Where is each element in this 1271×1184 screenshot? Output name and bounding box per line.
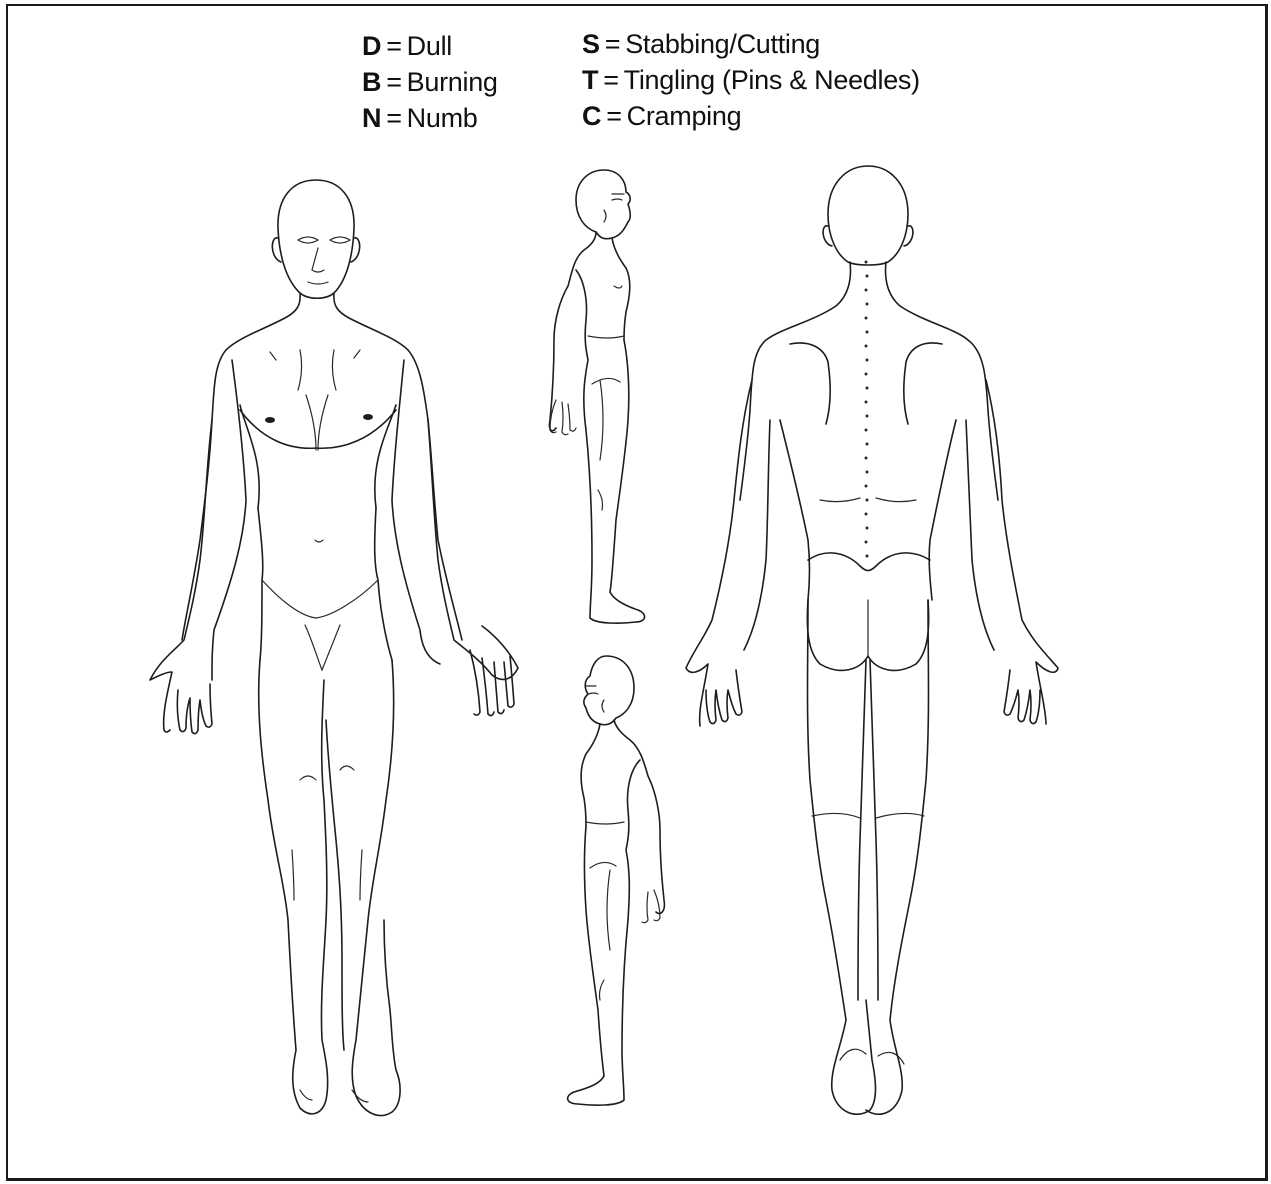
side-view-left-figure[interactable] bbox=[568, 656, 665, 1105]
spine bbox=[866, 262, 867, 556]
side-view-right-figure[interactable] bbox=[549, 170, 644, 623]
back-view-figure[interactable] bbox=[686, 166, 1058, 1114]
front-view-figure[interactable] bbox=[150, 180, 518, 1115]
